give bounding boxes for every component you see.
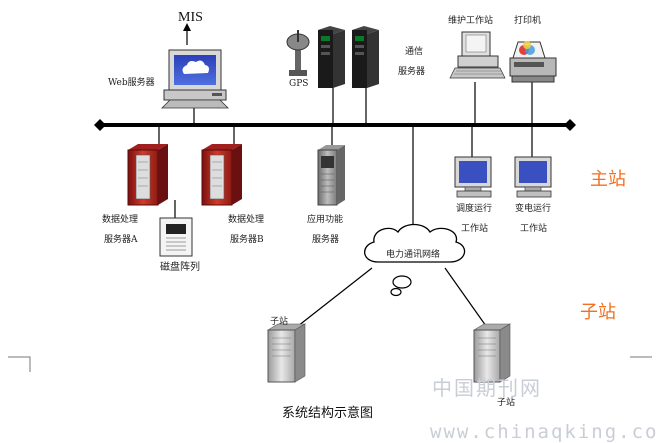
app-server-label-line2: 服务器 bbox=[312, 235, 340, 245]
dp-server-b-label-line1: 数据处理 bbox=[228, 215, 265, 225]
dp-server-a-label-line1: 数据处理 bbox=[102, 215, 139, 225]
dispatch-ws-label-line1: 调度运行 bbox=[456, 204, 493, 214]
comm-server-label-line1: 通信 bbox=[405, 47, 424, 57]
substation-ws-label-line1: 变电运行 bbox=[515, 204, 552, 214]
substation-server-left-icon[interactable] bbox=[266, 323, 307, 383]
comm-server-tower-icon[interactable] bbox=[352, 26, 379, 88]
gps-antenna-icon[interactable] bbox=[286, 30, 310, 76]
disk-array-label: 磁盘阵列 bbox=[160, 262, 200, 273]
bus-end-right bbox=[564, 119, 576, 131]
printer-icon[interactable] bbox=[509, 41, 557, 83]
substation-left-label: 子站 bbox=[270, 317, 289, 327]
dispatch-workstation-icon[interactable] bbox=[454, 156, 492, 198]
dp-server-b-label-line2: 服务器B bbox=[230, 235, 264, 245]
web-server-computer-icon[interactable] bbox=[161, 49, 229, 109]
sub-station-label: 子站 bbox=[580, 302, 616, 323]
network-label: 电力通讯网络 bbox=[386, 250, 441, 260]
watermark-url: www.chinaqking.com bbox=[430, 421, 658, 443]
network-cloud-icon[interactable] bbox=[364, 223, 466, 297]
maintenance-ws-label: 维护工作站 bbox=[448, 16, 494, 26]
web-server-label: Web服务器 bbox=[108, 78, 155, 88]
maintenance-workstation-icon[interactable] bbox=[449, 31, 506, 79]
mis-label: MIS bbox=[178, 10, 203, 25]
dispatch-ws-label-line2: 工作站 bbox=[461, 224, 489, 234]
substation-ws-label-line2: 工作站 bbox=[520, 224, 548, 234]
substation-server-right-icon[interactable] bbox=[472, 323, 512, 383]
data-server-b-icon[interactable] bbox=[201, 144, 242, 206]
main-station-label: 主站 bbox=[590, 169, 626, 190]
watermark-title: 中国期刊网 bbox=[432, 376, 542, 400]
up-arrow-icon bbox=[183, 23, 191, 31]
gps-label: GPS bbox=[289, 79, 309, 89]
diagram-caption: 系统结构示意图 bbox=[282, 406, 374, 421]
corner-mark-left bbox=[8, 356, 31, 372]
substation-workstation-icon[interactable] bbox=[514, 156, 552, 198]
application-server-icon[interactable] bbox=[317, 145, 345, 206]
comm-server-tower-icon[interactable] bbox=[318, 26, 345, 88]
app-server-label-line1: 应用功能 bbox=[307, 215, 344, 225]
dp-server-a-label-line2: 服务器A bbox=[104, 235, 138, 245]
connection-lines bbox=[158, 82, 533, 327]
printer-label: 打印机 bbox=[514, 16, 542, 26]
disk-array-icon[interactable] bbox=[159, 217, 193, 257]
substation-right-label: 子站 bbox=[497, 398, 516, 408]
data-server-a-icon[interactable] bbox=[127, 144, 168, 206]
comm-server-label-line2: 服务器 bbox=[398, 67, 426, 77]
bus-end-left bbox=[94, 119, 106, 131]
